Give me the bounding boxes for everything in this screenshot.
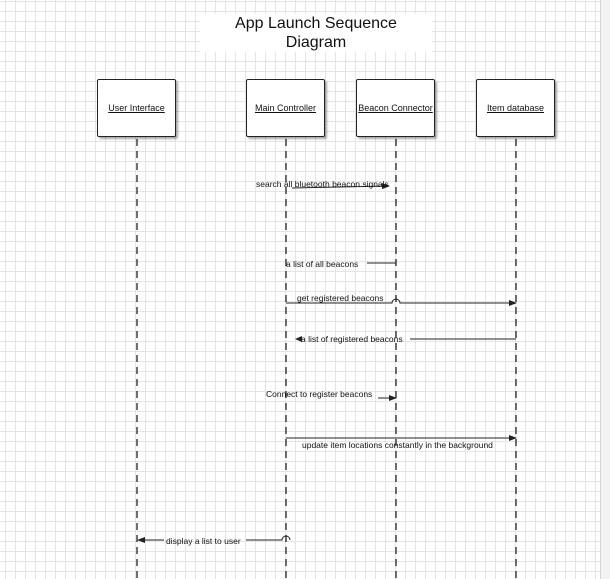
participant-label: Item database [486, 103, 545, 113]
title-line-2: Diagram [285, 34, 347, 51]
arrow-display-list-right[interactable] [246, 535, 291, 541]
lifelines [136, 139, 517, 579]
scrollbar[interactable] [600, 0, 610, 579]
message-label: search all bluetooth beacon signals [256, 179, 389, 189]
message-label: get registered beacons [297, 293, 384, 303]
message-label: update item locations constantly in the … [302, 440, 493, 450]
message-label: display a list to user [166, 536, 241, 546]
diagram-title: App Launch Sequence Diagram [200, 14, 432, 52]
participant-user-interface[interactable]: User Interface [97, 79, 176, 137]
participant-label: Main Controller [254, 103, 317, 113]
message-label: Connect to register beacons [266, 389, 373, 399]
arrow-search-beacons[interactable] [291, 183, 390, 190]
message-arrows [137, 183, 517, 543]
message-label: a list of registered beacons [301, 334, 403, 344]
arrow-registered-list-head [295, 336, 302, 342]
arrow-get-registered[interactable] [286, 298, 517, 306]
participant-main-controller[interactable]: Main Controller [246, 79, 325, 137]
participant-beacon-connector[interactable]: Beacon Connector [356, 79, 435, 137]
participant-item-database[interactable]: Item database [476, 79, 555, 137]
title-line-1: App Launch Sequence [235, 15, 397, 32]
message-label: a list of all beacons [286, 259, 359, 269]
participant-label: User Interface [108, 103, 165, 113]
participant-label: Beacon Connector [358, 103, 433, 113]
